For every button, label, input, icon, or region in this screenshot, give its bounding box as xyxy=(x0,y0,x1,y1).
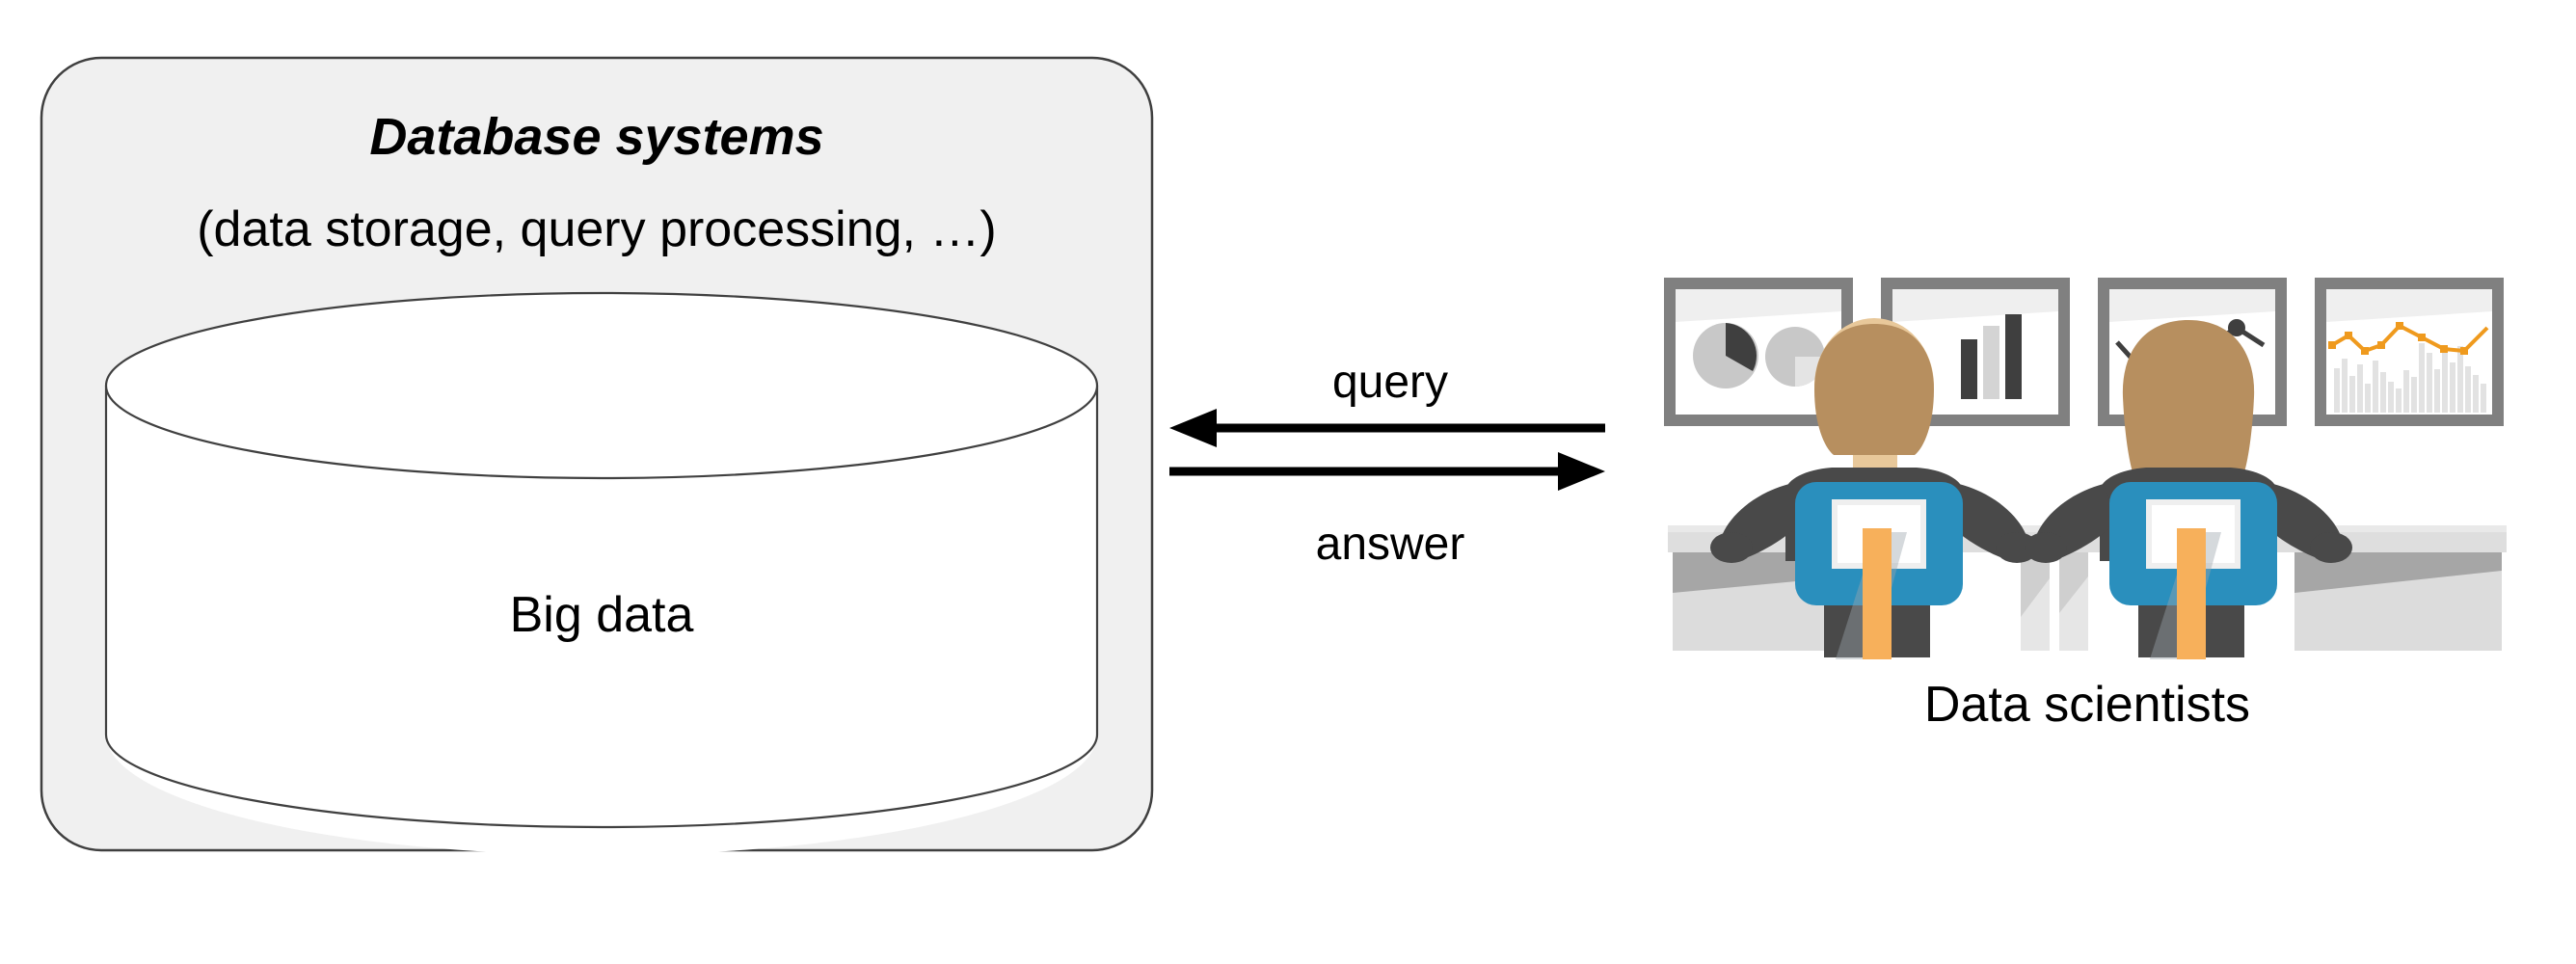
monitor-stand xyxy=(2177,528,2206,665)
hand-left xyxy=(2025,532,2067,563)
screen-glare xyxy=(1676,289,1841,322)
screen-glare xyxy=(1892,289,2058,322)
database-panel-subtitle: (data storage, query processing, …) xyxy=(197,201,997,257)
cylinder-body-fill xyxy=(106,386,1097,855)
query-arrow-label: query xyxy=(1332,357,1448,408)
desk-divider-a-shadow xyxy=(2021,549,2050,617)
answer-arrow-label: answer xyxy=(1316,519,1465,570)
big-data-cylinder: Big data xyxy=(104,291,1099,855)
combo-line-markers xyxy=(2328,322,2468,355)
answer-arrow-head xyxy=(1558,452,1605,491)
cylinder-top-ellipse xyxy=(104,291,1099,480)
cylinder-label: Big data xyxy=(510,587,694,643)
combo-bars xyxy=(2334,343,2486,413)
answer-flow: answer xyxy=(1169,452,1605,570)
screen-glare xyxy=(2326,289,2492,322)
hand-right xyxy=(2310,532,2352,563)
data-scientist-left xyxy=(1710,318,2038,665)
data-scientists-caption: Data scientists xyxy=(1924,677,2250,733)
line-marker xyxy=(2228,319,2245,336)
below-desk-mask xyxy=(1639,659,2526,717)
bar-1 xyxy=(1961,339,1977,399)
bar-3 xyxy=(2005,314,2022,399)
hair xyxy=(1814,324,1934,455)
query-arrow-head xyxy=(1169,409,1217,447)
hand-left xyxy=(1710,532,1753,563)
screen-glare xyxy=(2109,289,2275,322)
query-flow: query xyxy=(1169,357,1605,447)
data-scientist-right xyxy=(2025,320,2352,665)
cylinder-bottom-arc xyxy=(104,734,1099,829)
bar-2 xyxy=(1983,326,1999,399)
database-panel-title: Database systems xyxy=(369,108,823,166)
combo-chart-monitor xyxy=(2315,278,2504,426)
monitor-stand xyxy=(1863,528,1892,665)
pie-a-slice xyxy=(1726,323,1758,371)
desk-divider-b-shadow xyxy=(2059,549,2088,613)
hair xyxy=(2122,320,2255,482)
desk-panel-right-shadow xyxy=(2294,549,2502,593)
